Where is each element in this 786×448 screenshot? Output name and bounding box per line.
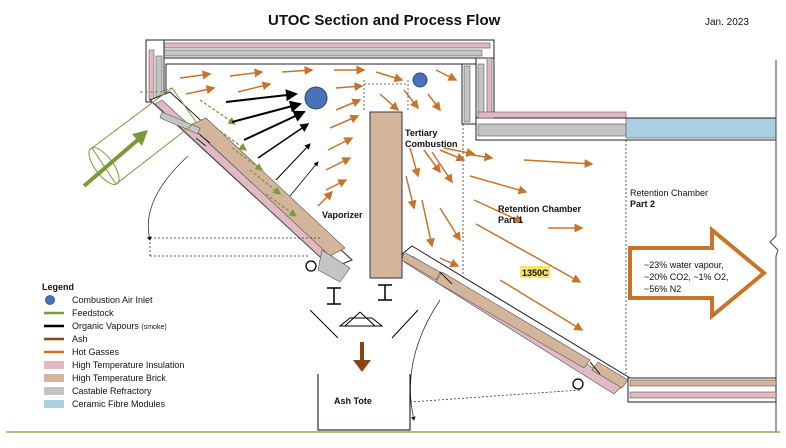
legend-item-label: Organic Vapours (smoke) xyxy=(72,321,167,331)
sloped-feed-wall xyxy=(149,91,353,269)
temperature-highlight xyxy=(520,266,550,278)
blue-swatch-icon xyxy=(44,400,64,408)
vaporizer-column xyxy=(363,80,409,279)
legend-item-label: High Temperature Brick xyxy=(72,373,166,383)
legend-item-label: Combustion Air Inlet xyxy=(72,295,153,305)
pivot-icon xyxy=(305,260,317,272)
combustion-air-inlet-icon xyxy=(304,86,328,110)
legend-item-label: Ceramic Fibre Modules xyxy=(72,399,166,409)
upper-right-wall xyxy=(461,57,777,141)
legend-item-label: Castable Refractory xyxy=(72,386,152,396)
vaporizer-label: Vaporizer xyxy=(322,210,363,220)
vaporizer-lip xyxy=(317,249,351,283)
legend: Legend Combustion Air Inlet Feedstock Or… xyxy=(42,282,184,409)
blue-circle-icon xyxy=(45,295,55,305)
pivot-icon xyxy=(572,378,584,390)
legend-item-label: Feedstock xyxy=(72,308,114,318)
organic-vapour-arrows xyxy=(225,89,319,197)
ceramic-fibre-module xyxy=(625,117,777,139)
hot-gas-arrows xyxy=(179,65,594,331)
combustion-air-inlet-icon xyxy=(412,72,428,88)
exhaust-arrow: ~23% water vapour, ~20% CO2, ~1% O2, ~56… xyxy=(628,225,768,321)
diagram-title: UTOC Section and Process Flow xyxy=(268,12,501,29)
legend-item-label: Ash xyxy=(72,334,88,344)
support-beams xyxy=(327,284,392,305)
exhaust-composition-line1: ~23% water vapour, xyxy=(644,260,724,270)
sloped-floor xyxy=(401,245,777,403)
ash-tote-label: Ash Tote xyxy=(334,396,372,406)
diagram-date: Jan. 2023 xyxy=(705,17,749,28)
temperature-label: 1350C xyxy=(522,268,549,278)
pivot-guides xyxy=(146,155,581,424)
pink-swatch-icon xyxy=(44,361,64,369)
feed-inlet-tube xyxy=(82,87,197,188)
legend-title: Legend xyxy=(42,282,74,292)
ash-arrowhead xyxy=(353,360,371,372)
exhaust-composition-line3: ~56% N2 xyxy=(644,284,681,294)
legend-item-label: High Temperature Insulation xyxy=(72,360,184,370)
retention-chamber-2-label-line2: Part 2 xyxy=(630,199,655,209)
ash-tote: Ash Tote xyxy=(317,374,411,431)
retention-chamber-1-label-line2: Part 1 xyxy=(498,215,523,225)
tan-swatch-icon xyxy=(44,374,64,382)
legend-item-label: Hot Gasses xyxy=(72,347,120,357)
ash-funnel xyxy=(309,309,419,339)
break-line xyxy=(769,60,779,432)
retention-chamber-1-label-line1: Retention Chamber xyxy=(498,204,582,214)
grey-swatch-icon xyxy=(44,387,64,395)
tertiary-combustion-label-line2: Combustion xyxy=(405,139,458,149)
feedstock-arrows xyxy=(199,99,298,217)
retention-chamber-2-label-line1: Retention Chamber xyxy=(630,188,708,198)
exhaust-composition-line2: ~20% CO2, ~1% O2, xyxy=(644,272,729,282)
tertiary-combustion-label-line1: Tertiary xyxy=(405,128,437,138)
